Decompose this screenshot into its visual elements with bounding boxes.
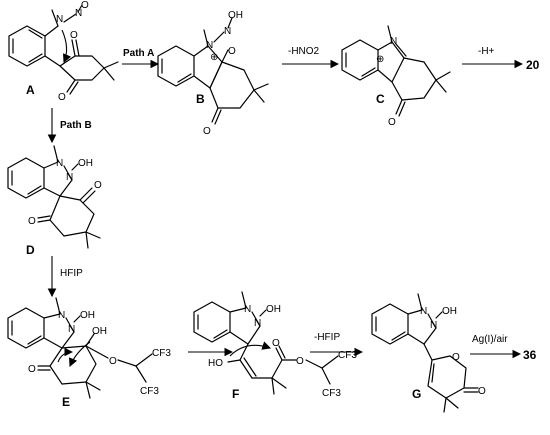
condition-path-a: Path A xyxy=(123,48,154,59)
atom-n: N xyxy=(56,158,63,169)
atom-cf3: CF3 xyxy=(322,388,341,399)
condition-minus-hfip: -HFIP xyxy=(314,332,340,343)
atom-cf3: CF3 xyxy=(152,348,171,359)
atom-n: N xyxy=(75,8,82,19)
atom-o: O xyxy=(478,386,486,397)
atom-o: O xyxy=(28,216,36,227)
atom-n: N xyxy=(390,36,397,47)
label-g: G xyxy=(412,387,421,401)
atom-o: O xyxy=(296,356,304,367)
atom-o: O xyxy=(28,364,36,375)
condition-minus-hno2: -HNO2 xyxy=(288,46,320,57)
atom-n: N xyxy=(68,324,75,335)
atom-n: N xyxy=(206,40,213,51)
compound-e: N N OH OH O O CF3 CF3 E xyxy=(7,297,171,409)
atom-n: N xyxy=(224,26,231,37)
atom-n: N xyxy=(66,172,73,183)
condition-ag-air: Ag(I)/air xyxy=(472,334,508,345)
atom-o: O xyxy=(228,46,236,57)
atom-oh: OH xyxy=(92,326,107,337)
label-b: B xyxy=(196,92,205,106)
atom-n: N xyxy=(254,318,261,329)
atom-o: O xyxy=(94,180,102,191)
compound-g: N N OH O O G xyxy=(371,293,486,413)
condition-hfip: HFIP xyxy=(60,268,83,279)
compound-b: N ⊕ N OH O O B xyxy=(157,10,269,137)
atom-o: O xyxy=(388,117,396,128)
atom-n: N xyxy=(430,320,437,331)
atom-o: O xyxy=(272,338,280,349)
atom-o: O xyxy=(58,92,66,103)
compound-c: N ⊕ O C xyxy=(341,25,451,128)
charge-plus: ⊕ xyxy=(376,54,384,65)
condition-minus-h: -H+ xyxy=(478,46,495,57)
label-d: D xyxy=(26,243,35,257)
atom-oh: OH xyxy=(78,158,93,169)
atom-cf3: CF3 xyxy=(140,386,159,397)
atom-oh: OH xyxy=(80,310,95,321)
compound-a: N N O O O A xyxy=(8,0,119,103)
atom-oh: OH xyxy=(442,306,457,317)
label-a: A xyxy=(26,83,35,97)
atom-n: N xyxy=(56,14,63,25)
atom-o: O xyxy=(452,352,460,363)
atom-n: N xyxy=(420,306,427,317)
atom-oh: OH xyxy=(228,10,243,21)
compound-d: N N OH O O D xyxy=(7,145,102,257)
atom-o: O xyxy=(70,30,78,41)
compound-f: N N OH HO O O CF3 CF3 F xyxy=(193,291,357,401)
atom-o: O xyxy=(203,126,211,137)
atom-oh: OH xyxy=(266,304,281,315)
atom-ho: HO xyxy=(208,358,223,369)
atom-o: O xyxy=(81,0,89,11)
condition-path-b: Path B xyxy=(60,120,92,131)
label-f: F xyxy=(232,387,239,401)
label-c: C xyxy=(376,92,385,106)
atom-n: N xyxy=(244,304,251,315)
atom-n: N xyxy=(58,310,65,321)
label-e: E xyxy=(62,395,70,409)
charge-plus: ⊕ xyxy=(210,52,218,63)
product-36: 36 xyxy=(523,348,537,362)
atom-o: O xyxy=(109,356,117,367)
product-20: 20 xyxy=(526,58,540,72)
atom-cf3: CF3 xyxy=(338,350,357,361)
